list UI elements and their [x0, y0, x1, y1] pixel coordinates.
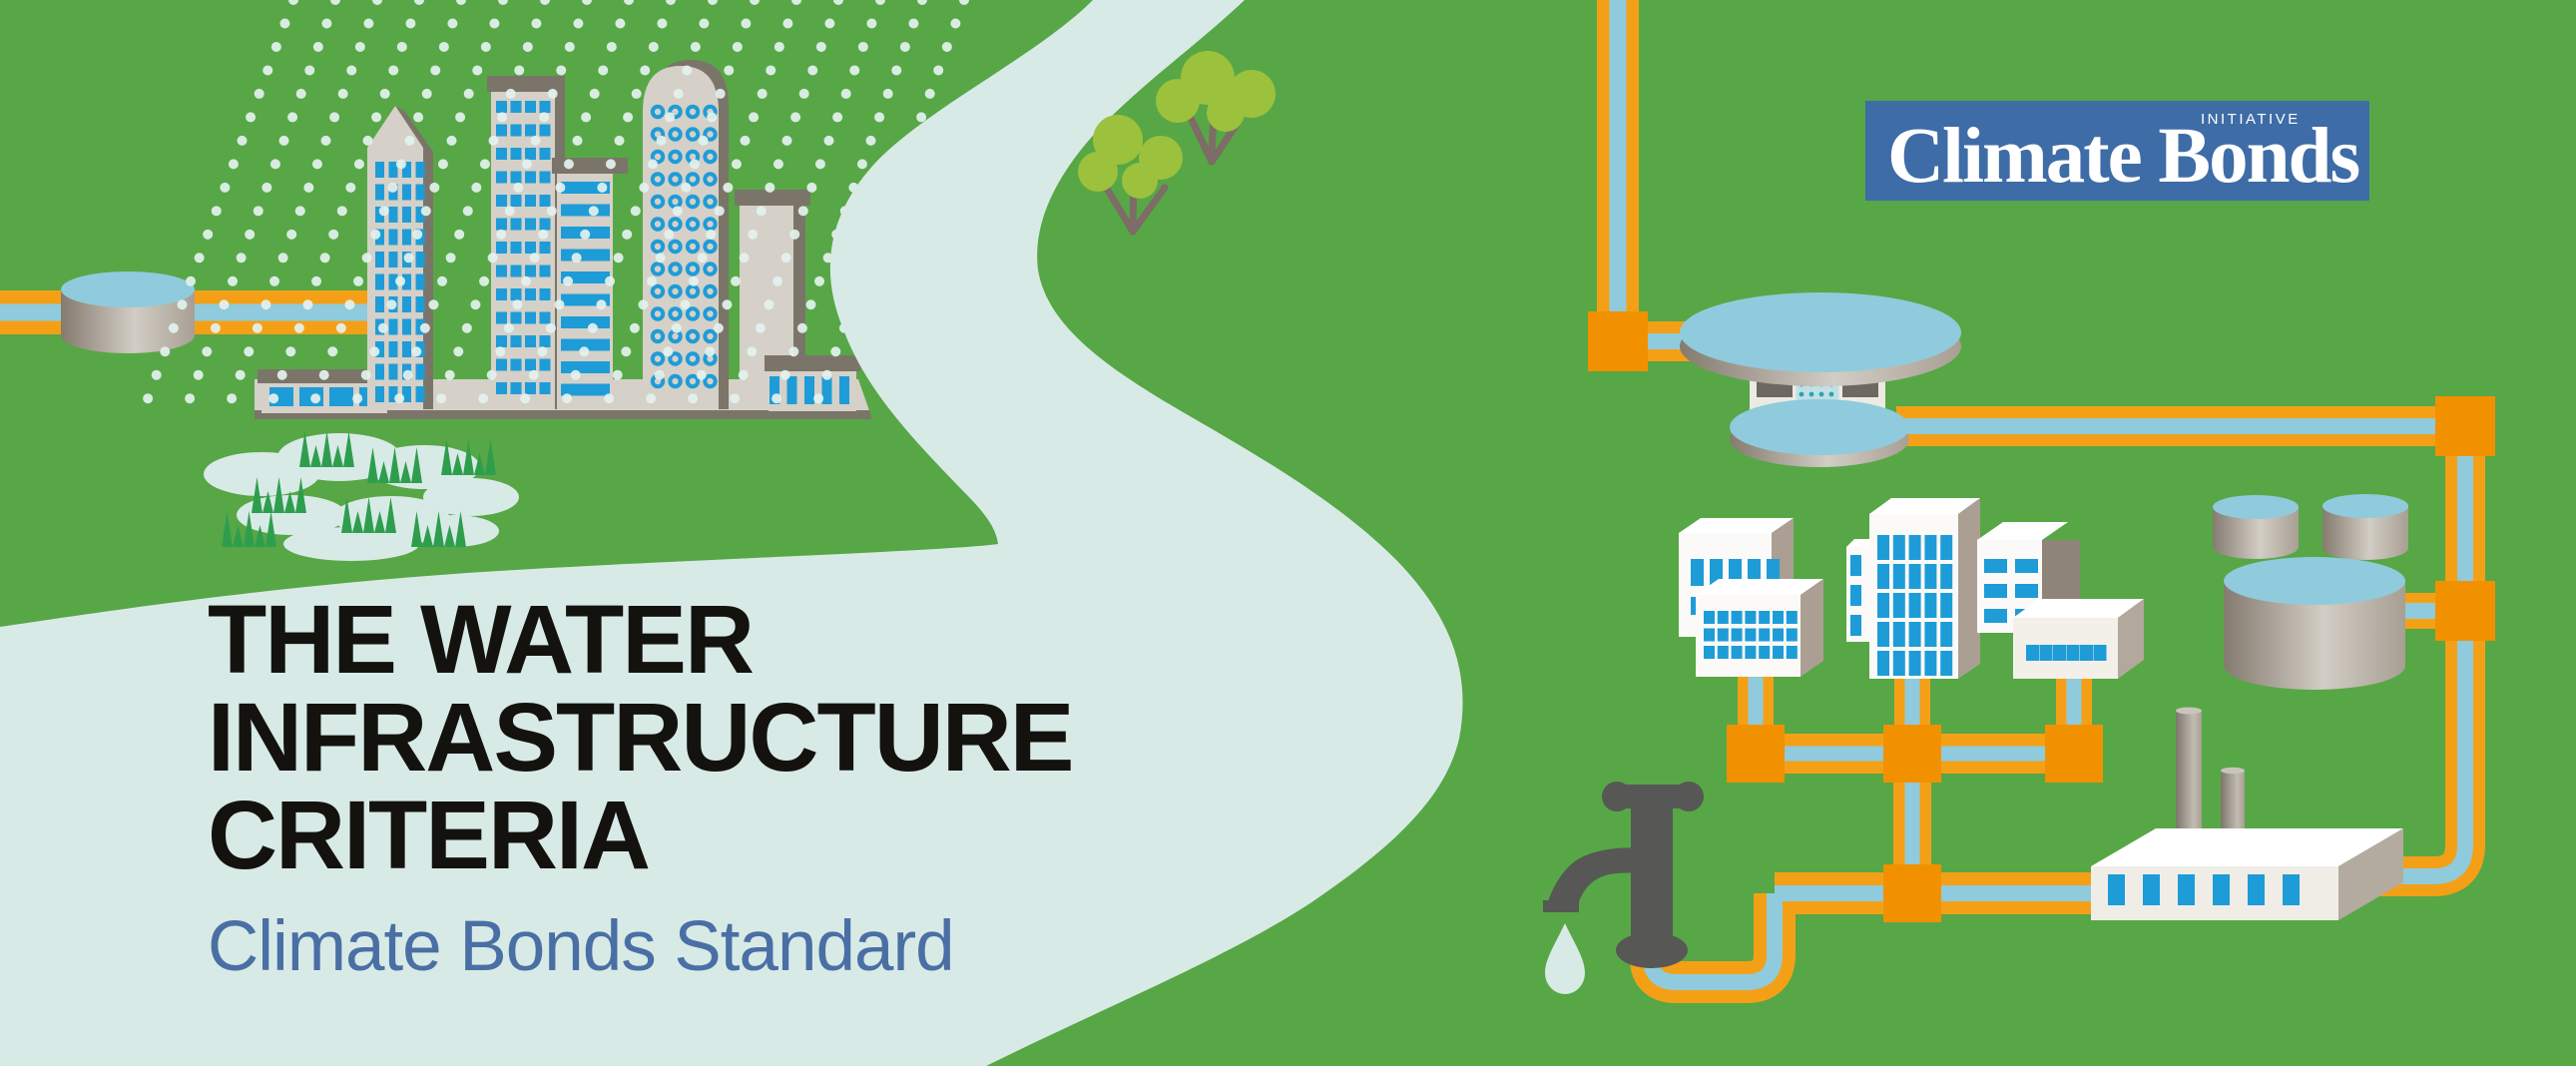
pipe-right-main [2380, 396, 2495, 896]
small-tank-icon [2322, 494, 2408, 560]
wetland-pond-icon [204, 431, 519, 561]
page-title-line: CRITERIA [208, 781, 651, 889]
river-shape [0, 0, 1463, 1066]
water-drop-icon [1545, 923, 1585, 994]
logo-brand-text: Climate Bonds [1887, 113, 2360, 200]
page-title-line: INFRASTRUCTURE [208, 683, 1075, 792]
page-title-line: THE WATER [208, 585, 755, 694]
logo-background [1865, 101, 2369, 201]
rain-dots-icon [137, 0, 969, 420]
trees-icon [1078, 51, 1276, 236]
logo-initiative-text: INITIATIVE [2201, 111, 2301, 128]
rainy-city [255, 60, 872, 419]
storage-tank-icon [61, 271, 195, 353]
storage-tanks-right [2213, 494, 2408, 690]
small-tank-icon [2213, 495, 2299, 559]
title-block: THE WATER INFRASTRUCTURE CRITERIA Climat… [208, 585, 1075, 986]
big-tank-icon [2224, 557, 2405, 690]
water-tap-icon [1543, 782, 1704, 968]
subtitle: Climate Bonds Standard [208, 907, 955, 986]
treatment-plant-icon [1680, 292, 1961, 467]
district-buildings [1679, 498, 2144, 679]
treatment-plant-group [1588, 0, 2465, 467]
climate-bonds-logo: Climate Bonds INITIATIVE [1865, 101, 2369, 201]
factory-icon [2091, 707, 2403, 920]
